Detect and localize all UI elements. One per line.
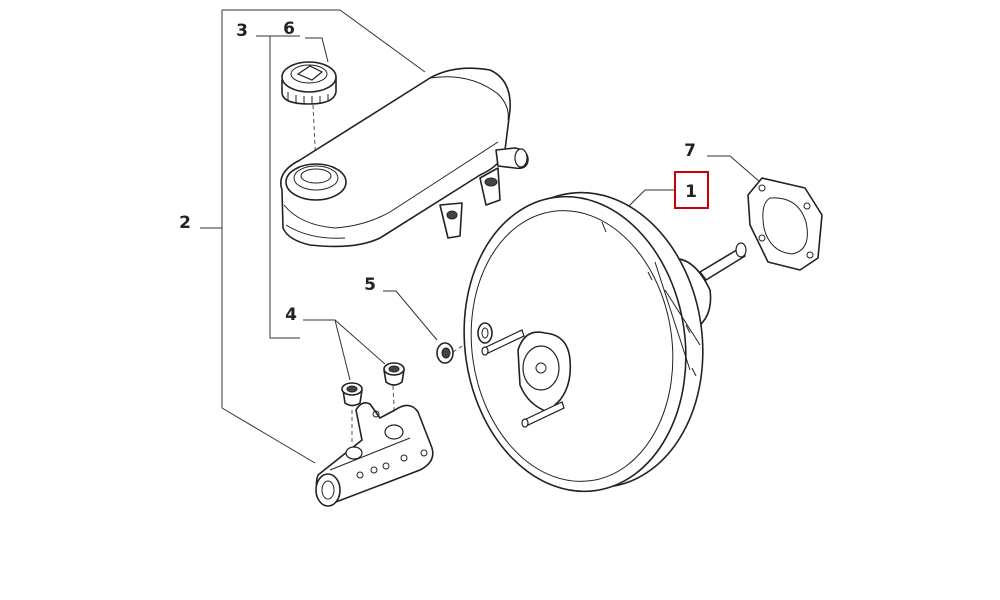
booster-gasket (747, 177, 823, 271)
brake-fluid-reservoir (280, 67, 529, 248)
callout-2: 2 (179, 213, 191, 233)
master-cylinder (315, 402, 434, 507)
callout-5: 5 (364, 275, 376, 295)
brake-booster (463, 191, 747, 493)
callout-7: 7 (684, 141, 696, 161)
callout-1: 1 (685, 182, 697, 202)
callout-1-highlight-box (674, 171, 709, 209)
callout-4: 4 (285, 305, 297, 325)
callout-6: 6 (283, 19, 295, 39)
callout-3: 3 (236, 21, 248, 41)
cylinder-seals (341, 362, 405, 407)
nut (436, 342, 454, 364)
reservoir-cap (281, 61, 337, 105)
